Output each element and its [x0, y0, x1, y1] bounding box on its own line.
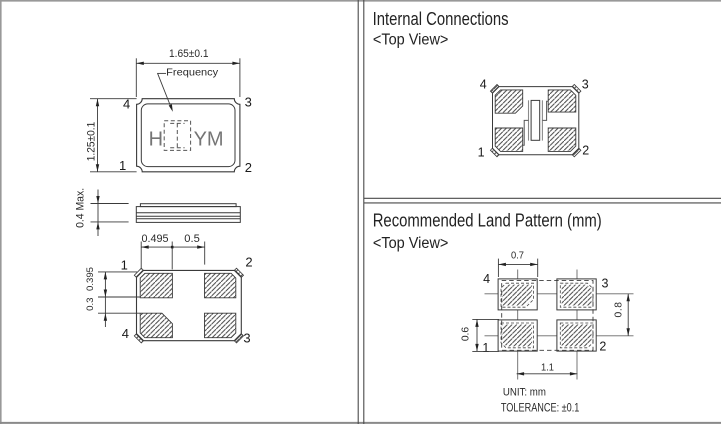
svg-text:3: 3 [243, 331, 250, 346]
svg-text:Internal Connections: Internal Connections [373, 8, 509, 29]
svg-text:<Top View>: <Top View> [373, 32, 449, 49]
svg-text:<Top View>: <Top View> [373, 235, 449, 252]
svg-text:Recommended Land Pattern (mm): Recommended Land Pattern (mm) [373, 209, 602, 230]
svg-text:1.65±0.1: 1.65±0.1 [169, 48, 209, 60]
svg-text:1: 1 [121, 257, 128, 272]
svg-text:0.7: 0.7 [511, 250, 524, 262]
svg-text:0.4 Max.: 0.4 Max. [75, 188, 87, 228]
svg-text:4: 4 [483, 272, 490, 286]
svg-text:Frequency: Frequency [166, 67, 219, 79]
svg-text:UNIT: mm: UNIT: mm [503, 387, 546, 399]
svg-text:2: 2 [582, 144, 589, 158]
svg-text:4: 4 [480, 77, 487, 91]
svg-text:3: 3 [245, 95, 252, 110]
svg-text:0.5: 0.5 [184, 233, 200, 245]
svg-text:0.8: 0.8 [614, 302, 625, 318]
svg-text:YM: YM [194, 129, 224, 151]
svg-text:2: 2 [245, 160, 252, 175]
svg-text:3: 3 [582, 78, 589, 92]
svg-text:0.495: 0.495 [142, 233, 169, 245]
svg-text:3: 3 [602, 277, 609, 291]
svg-text:0.6: 0.6 [460, 327, 471, 342]
svg-text:1: 1 [482, 341, 489, 355]
svg-text:1.25±0.1: 1.25±0.1 [86, 122, 98, 162]
svg-text:1: 1 [119, 158, 126, 173]
svg-text:4: 4 [122, 326, 129, 341]
svg-text:0.3: 0.3 [85, 298, 96, 311]
svg-text:H: H [149, 129, 163, 151]
svg-text:2: 2 [599, 340, 606, 354]
svg-text:1.1: 1.1 [541, 362, 554, 374]
svg-text:TOLERANCE: ±0.1: TOLERANCE: ±0.1 [501, 401, 580, 415]
svg-text:2: 2 [245, 254, 252, 269]
svg-text:1: 1 [478, 145, 485, 159]
svg-text:0.395: 0.395 [85, 267, 96, 291]
svg-text:4: 4 [123, 97, 130, 112]
